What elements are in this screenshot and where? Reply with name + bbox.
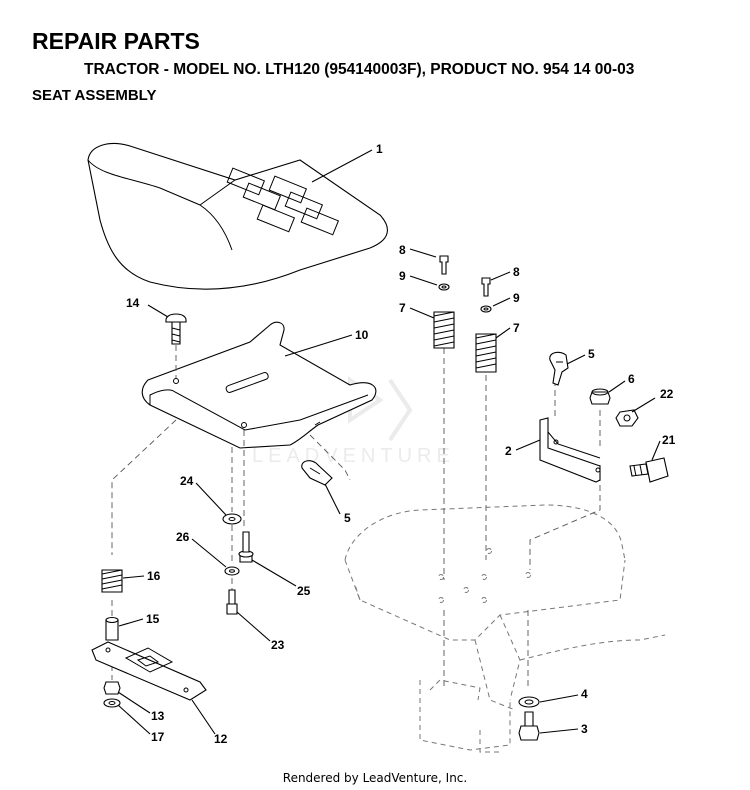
latch-lower bbox=[301, 460, 333, 486]
callout-12: 12 bbox=[214, 732, 228, 746]
washer-24 bbox=[222, 513, 242, 525]
seat-pan bbox=[141, 321, 377, 449]
callout-10: 10 bbox=[355, 328, 369, 342]
bracket bbox=[539, 417, 601, 483]
seat bbox=[87, 142, 388, 290]
footer-credit: Rendered by LeadVenture, Inc. bbox=[282, 771, 468, 785]
callout-23: 23 bbox=[271, 638, 285, 652]
callout-1: 1 bbox=[376, 142, 383, 156]
callout-5-upper: 5 bbox=[588, 347, 595, 361]
tractor-frame-outline bbox=[344, 504, 666, 753]
callout-2: 2 bbox=[505, 444, 512, 458]
page-subtitle: TRACTOR - MODEL NO. LTH120 (954140003F),… bbox=[84, 61, 635, 78]
page-title: REPAIR PARTS bbox=[32, 28, 200, 54]
callout-8-right: 8 bbox=[513, 265, 520, 279]
bolt-23 bbox=[226, 589, 238, 615]
knob-bolt bbox=[629, 457, 669, 483]
callout-13: 13 bbox=[151, 709, 165, 723]
spring-stack-right bbox=[475, 277, 497, 373]
callout-26: 26 bbox=[176, 530, 190, 544]
section-title: SEAT ASSEMBLY bbox=[32, 87, 157, 104]
plate-12 bbox=[91, 641, 207, 701]
spring-stack-left bbox=[433, 255, 455, 349]
washer-17 bbox=[103, 698, 121, 708]
watermark-text: LEADVENTURE bbox=[252, 445, 455, 467]
callout-labels: 1 8 9 7 8 9 7 14 10 5 6 22 2 21 24 5 26 … bbox=[126, 142, 676, 746]
callout-3: 3 bbox=[581, 722, 588, 736]
lock-nut bbox=[615, 409, 639, 427]
callout-15: 15 bbox=[146, 612, 160, 626]
callout-9-right: 9 bbox=[513, 291, 520, 305]
callout-7-right: 7 bbox=[513, 321, 520, 335]
callout-8-left: 8 bbox=[399, 243, 406, 257]
callout-25: 25 bbox=[297, 584, 311, 598]
callout-16: 16 bbox=[147, 569, 161, 583]
carriage-bolt bbox=[165, 313, 187, 345]
callout-6: 6 bbox=[628, 372, 635, 386]
assembly-lines bbox=[111, 345, 601, 690]
bolt-25 bbox=[238, 531, 254, 563]
callout-7-left: 7 bbox=[399, 301, 406, 315]
spring-16 bbox=[101, 569, 123, 593]
leader-lines bbox=[117, 149, 661, 735]
callout-21: 21 bbox=[662, 433, 676, 447]
callout-5-lower: 5 bbox=[344, 511, 351, 525]
callout-14: 14 bbox=[126, 296, 140, 310]
callout-22: 22 bbox=[660, 387, 674, 401]
callout-9-left: 9 bbox=[399, 269, 406, 283]
bolt-3 bbox=[518, 711, 540, 741]
latch-upper bbox=[549, 351, 569, 386]
washer-4 bbox=[518, 696, 540, 708]
callout-17: 17 bbox=[151, 730, 165, 744]
nut bbox=[589, 388, 611, 405]
nut-13 bbox=[103, 681, 121, 695]
callout-24: 24 bbox=[180, 474, 194, 488]
callout-4: 4 bbox=[581, 687, 588, 701]
spacer-15 bbox=[105, 616, 119, 641]
washer-26 bbox=[224, 566, 240, 576]
